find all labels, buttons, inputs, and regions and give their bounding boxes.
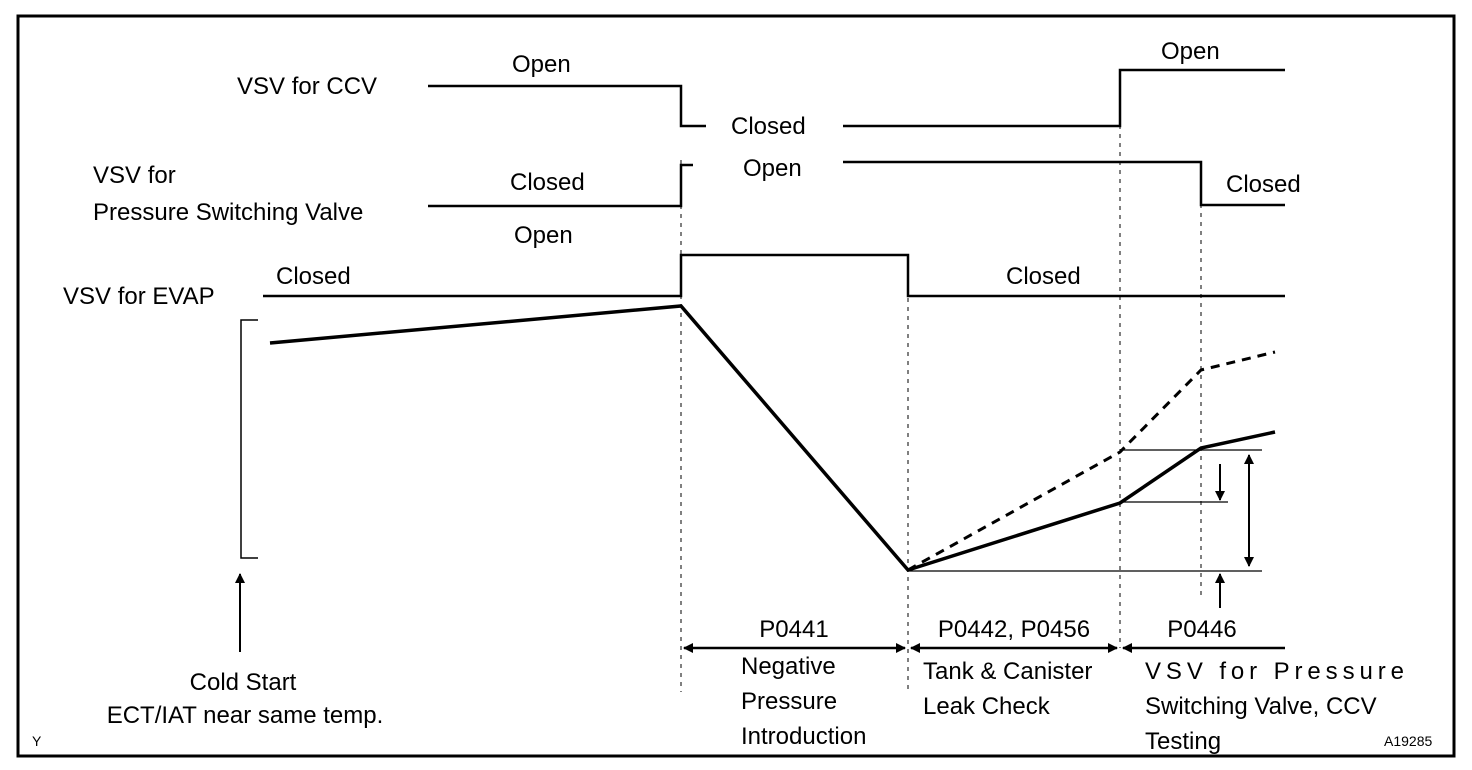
pressure-bracket xyxy=(240,319,258,559)
evap-state-open: Open xyxy=(514,222,573,249)
ccv-waveform xyxy=(428,68,1285,128)
phase-p0446-desc-2: Switching Valve, CCV xyxy=(1145,693,1377,720)
reference-lines xyxy=(908,449,1262,572)
evap-waveform xyxy=(263,253,1285,298)
psv-label-line2: Pressure Switching Valve xyxy=(93,199,363,226)
measurement-arrows xyxy=(235,454,1254,652)
pressure-curve-baseline xyxy=(269,305,682,344)
evap-label: VSV for EVAP xyxy=(63,283,215,310)
phase-p0442-desc-1: Tank & Canister xyxy=(923,658,1092,685)
psv-label-line1: VSV for xyxy=(93,162,176,189)
phase-p0441-desc-1: Negative xyxy=(741,653,836,680)
phase-p0441-desc-3: Introduction xyxy=(741,723,866,750)
phase-p0441-desc-2: Pressure xyxy=(741,688,837,715)
phase-p0441-code: P0441 xyxy=(759,616,828,643)
phase-p0442-desc-2: Leak Check xyxy=(923,693,1051,720)
corner-mark-left: Y xyxy=(32,733,42,749)
phase-divider-lines xyxy=(680,80,1202,692)
ccv-label: VSV for CCV xyxy=(237,73,377,100)
figure-id: A19285 xyxy=(1384,733,1432,749)
cold-start-line2: ECT/IAT near same temp. xyxy=(107,702,384,729)
figure-border xyxy=(16,14,1456,758)
psv-state-closed-1: Closed xyxy=(510,169,585,196)
pressure-curve-dashed xyxy=(907,350,1276,572)
ccv-state-closed: Closed xyxy=(731,113,806,140)
psv-waveform xyxy=(428,160,1285,208)
psv-state-closed-2: Closed xyxy=(1226,171,1301,198)
ccv-state-open-2: Open xyxy=(1161,38,1220,65)
evap-state-closed-2: Closed xyxy=(1006,263,1081,290)
phase-p0446-desc-3: Testing xyxy=(1145,728,1221,755)
phase-p0442-code: P0442, P0456 xyxy=(938,616,1090,643)
phase-p0446-code: P0446 xyxy=(1167,616,1236,643)
ccv-state-open-1: Open xyxy=(512,51,571,78)
cold-start-line1: Cold Start xyxy=(190,669,297,696)
psv-state-open: Open xyxy=(743,155,802,182)
pressure-curve-solid xyxy=(269,304,1276,573)
phase-p0446-desc-1: VSV for Pressure xyxy=(1145,658,1407,685)
evap-state-closed-1: Closed xyxy=(276,263,351,290)
